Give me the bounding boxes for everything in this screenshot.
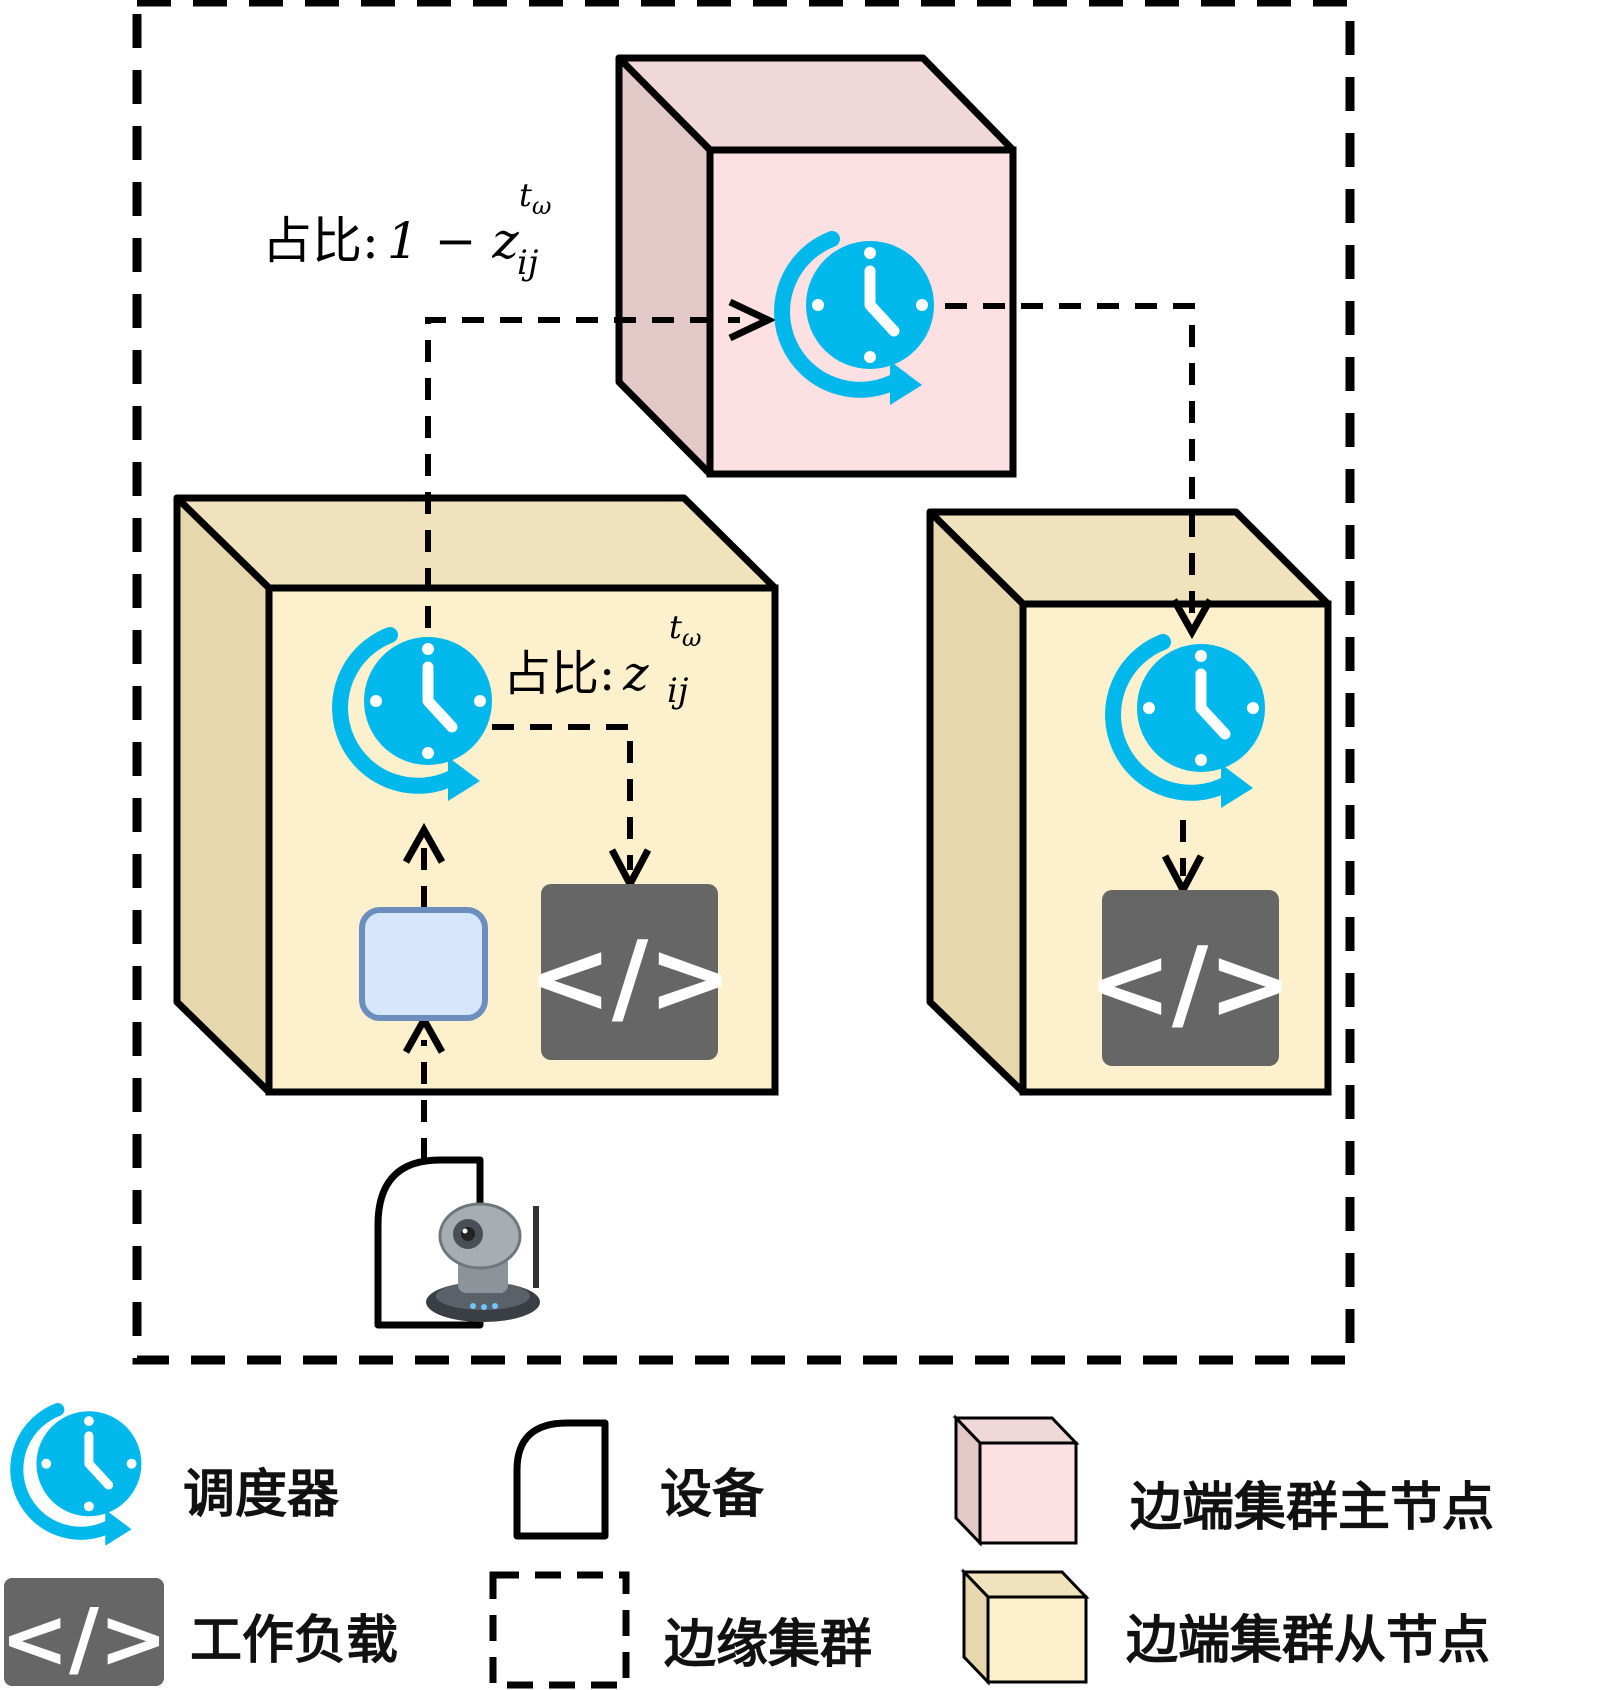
master-node-cube [615,54,1017,478]
legend-scheduler-label: 调度器 [183,1465,340,1525]
legend-worker-node-label: 边端集群从节点 [1126,1611,1490,1671]
legend: 调度器 设备 边端集群主节点 </> 工作负载 边缘集群 边端集群从节点 [0,1410,1494,1689]
master-ratio-expr: 1 − z [387,212,519,270]
local-ratio-expr: z [622,646,649,702]
local-ratio-prefix: 占比: [503,646,615,702]
flow-lines [421,303,1195,1160]
flow-local-to-workload [492,724,633,870]
legend-master-node-icon [952,1414,1080,1547]
local-ratio-sub: ij [667,671,689,711]
svg-text:占比:z: 占比:z [503,646,649,702]
arrowhead-into-right-worker [1170,598,1214,640]
master-ratio-label: 占比:1 − z tω ij [262,176,551,283]
legend-device-label: 设备 [660,1465,765,1525]
legend-master-node-label: 边端集群主节点 [1130,1478,1494,1538]
legend-worker-node-icon [960,1568,1090,1686]
workload-left-icon: </> [528,884,732,1060]
legend-device-icon [513,1419,609,1540]
worker-right-side [926,508,1027,1096]
legend-workload-icon: </> [0,1578,168,1687]
arrowhead-into-scheduler-left [402,822,446,864]
legend-edge-cluster-label: 边缘集群 [664,1615,872,1675]
local-ratio-sup: t [669,608,682,646]
worker-node-left-cube [173,494,779,1096]
legend-workload-label: 工作负载 [190,1611,398,1671]
master-ratio-prefix: 占比: [262,212,379,270]
worker-left-side [173,494,273,1096]
workload-right-icon: </> [1088,890,1292,1066]
master-ratio-sup: t [519,176,532,214]
master-ratio-sup-sub: ω [532,192,552,220]
device [374,1156,540,1329]
arrowhead-into-master-scheduler [728,298,777,342]
legend-workload-symbol: </> [0,1592,167,1687]
svg-text:tω: tω [519,176,551,220]
master-ratio-sub: ij [517,243,539,283]
request-buffer [359,907,488,1021]
svg-text:占比:1 − z: 占比:1 − z [262,212,519,270]
worker-left-top [173,494,779,592]
camera-icon [426,1202,540,1322]
local-ratio-sup-sub: ω [682,624,702,652]
svg-text:tω: tω [669,608,701,652]
local-ratio-label: 占比:z tω ij [503,608,701,711]
legend-scheduler-icon [17,1410,142,1546]
flow-local-to-master [425,317,740,628]
workload-left-symbol: </> [528,919,732,1036]
flow-master-to-right [945,303,1195,618]
workload-right-symbol: </> [1088,925,1292,1042]
legend-edge-cluster-icon [489,1571,630,1689]
device-shape [374,1156,484,1329]
